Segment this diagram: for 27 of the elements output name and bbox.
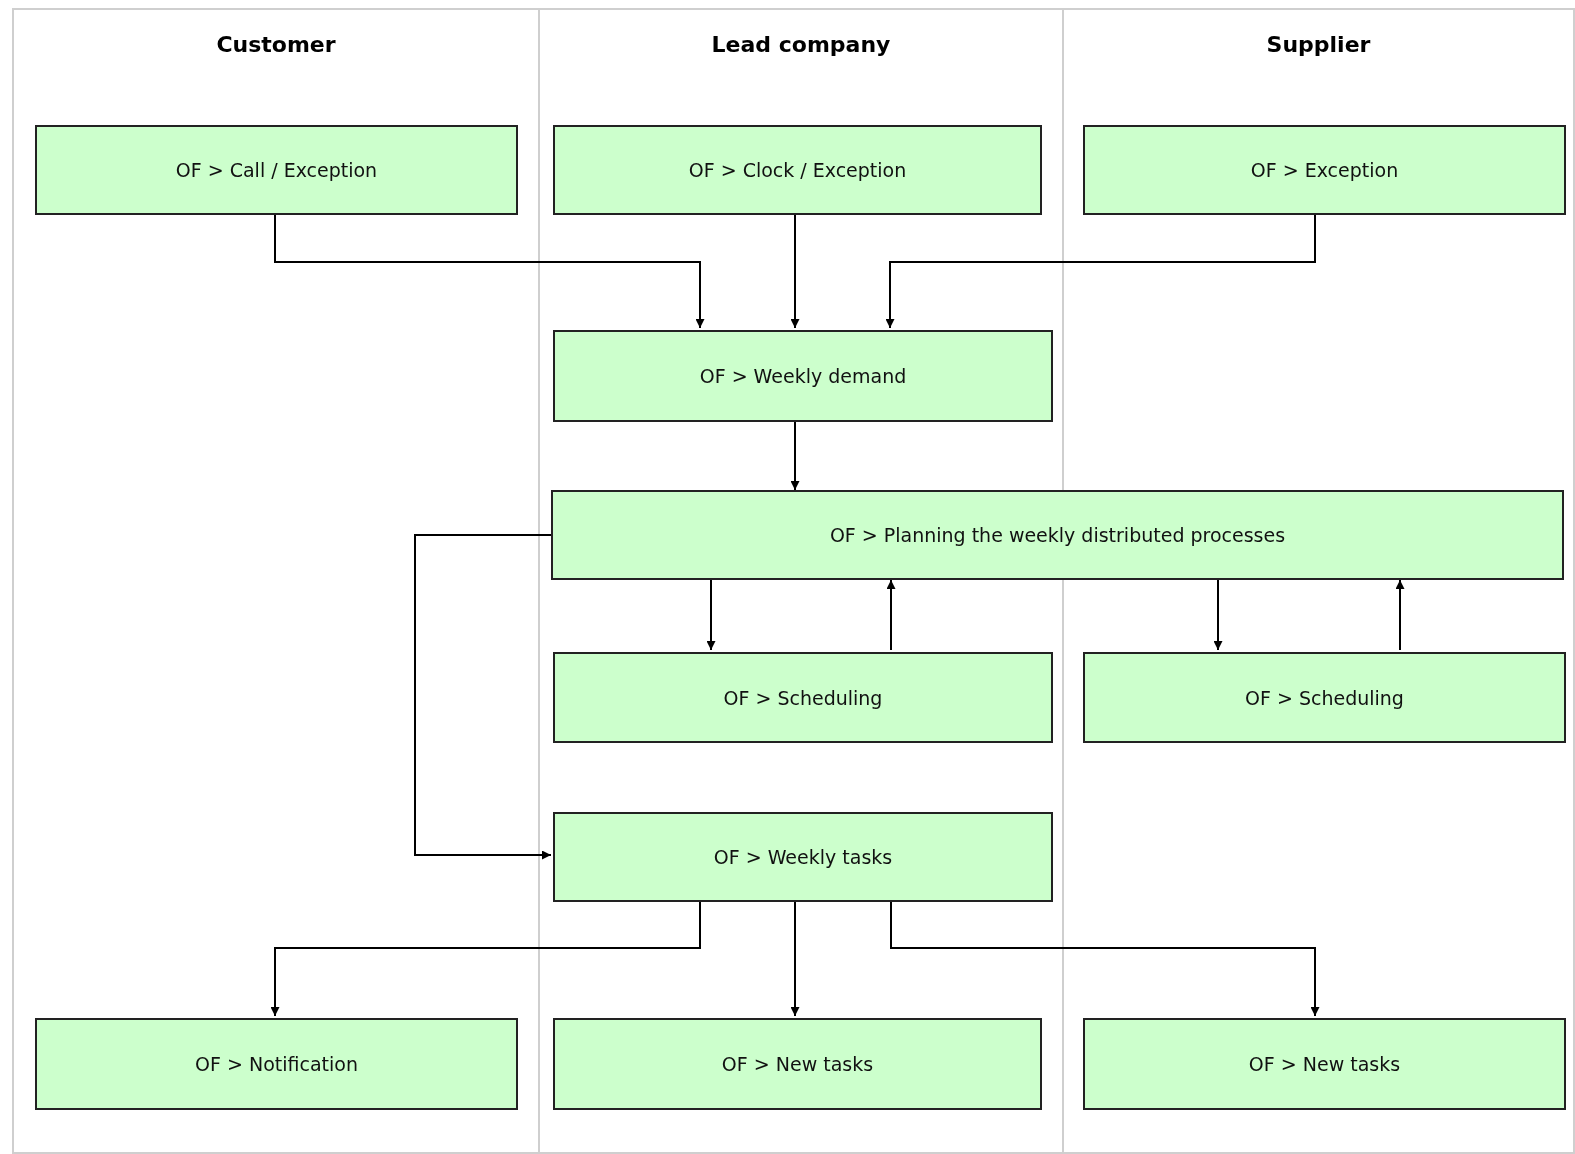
arrow xyxy=(790,419,800,491)
arrow xyxy=(1395,579,1405,651)
process-box: OF > Exception xyxy=(1083,125,1566,215)
arrow xyxy=(790,212,800,329)
lane-header: Supplier xyxy=(1266,32,1371,57)
lane-header: Lead company xyxy=(711,32,891,57)
process-box: OF > Planning the weekly distributed processes xyxy=(551,490,1564,580)
arrow xyxy=(886,579,896,651)
arrow xyxy=(885,212,1316,329)
process-box: OF > Weekly tasks xyxy=(553,812,1053,902)
arrow xyxy=(890,899,1320,1017)
process-box: OF > Clock / Exception xyxy=(553,125,1042,215)
process-box: OF > Weekly demand xyxy=(553,330,1053,422)
arrow xyxy=(1213,579,1223,651)
arrow xyxy=(706,579,716,651)
process-box: OF > New tasks xyxy=(1083,1018,1566,1110)
arrow xyxy=(274,212,705,329)
arrow xyxy=(270,899,701,1017)
process-box: OF > Scheduling xyxy=(553,652,1053,743)
process-box: OF > Notification xyxy=(35,1018,518,1110)
lane-header: Customer xyxy=(216,32,336,57)
swimlane xyxy=(12,8,540,1154)
process-box: OF > Scheduling xyxy=(1083,652,1566,743)
process-box: OF > New tasks xyxy=(553,1018,1042,1110)
process-box: OF > Call / Exception xyxy=(35,125,518,215)
arrow xyxy=(790,899,800,1017)
arrow xyxy=(414,534,552,860)
